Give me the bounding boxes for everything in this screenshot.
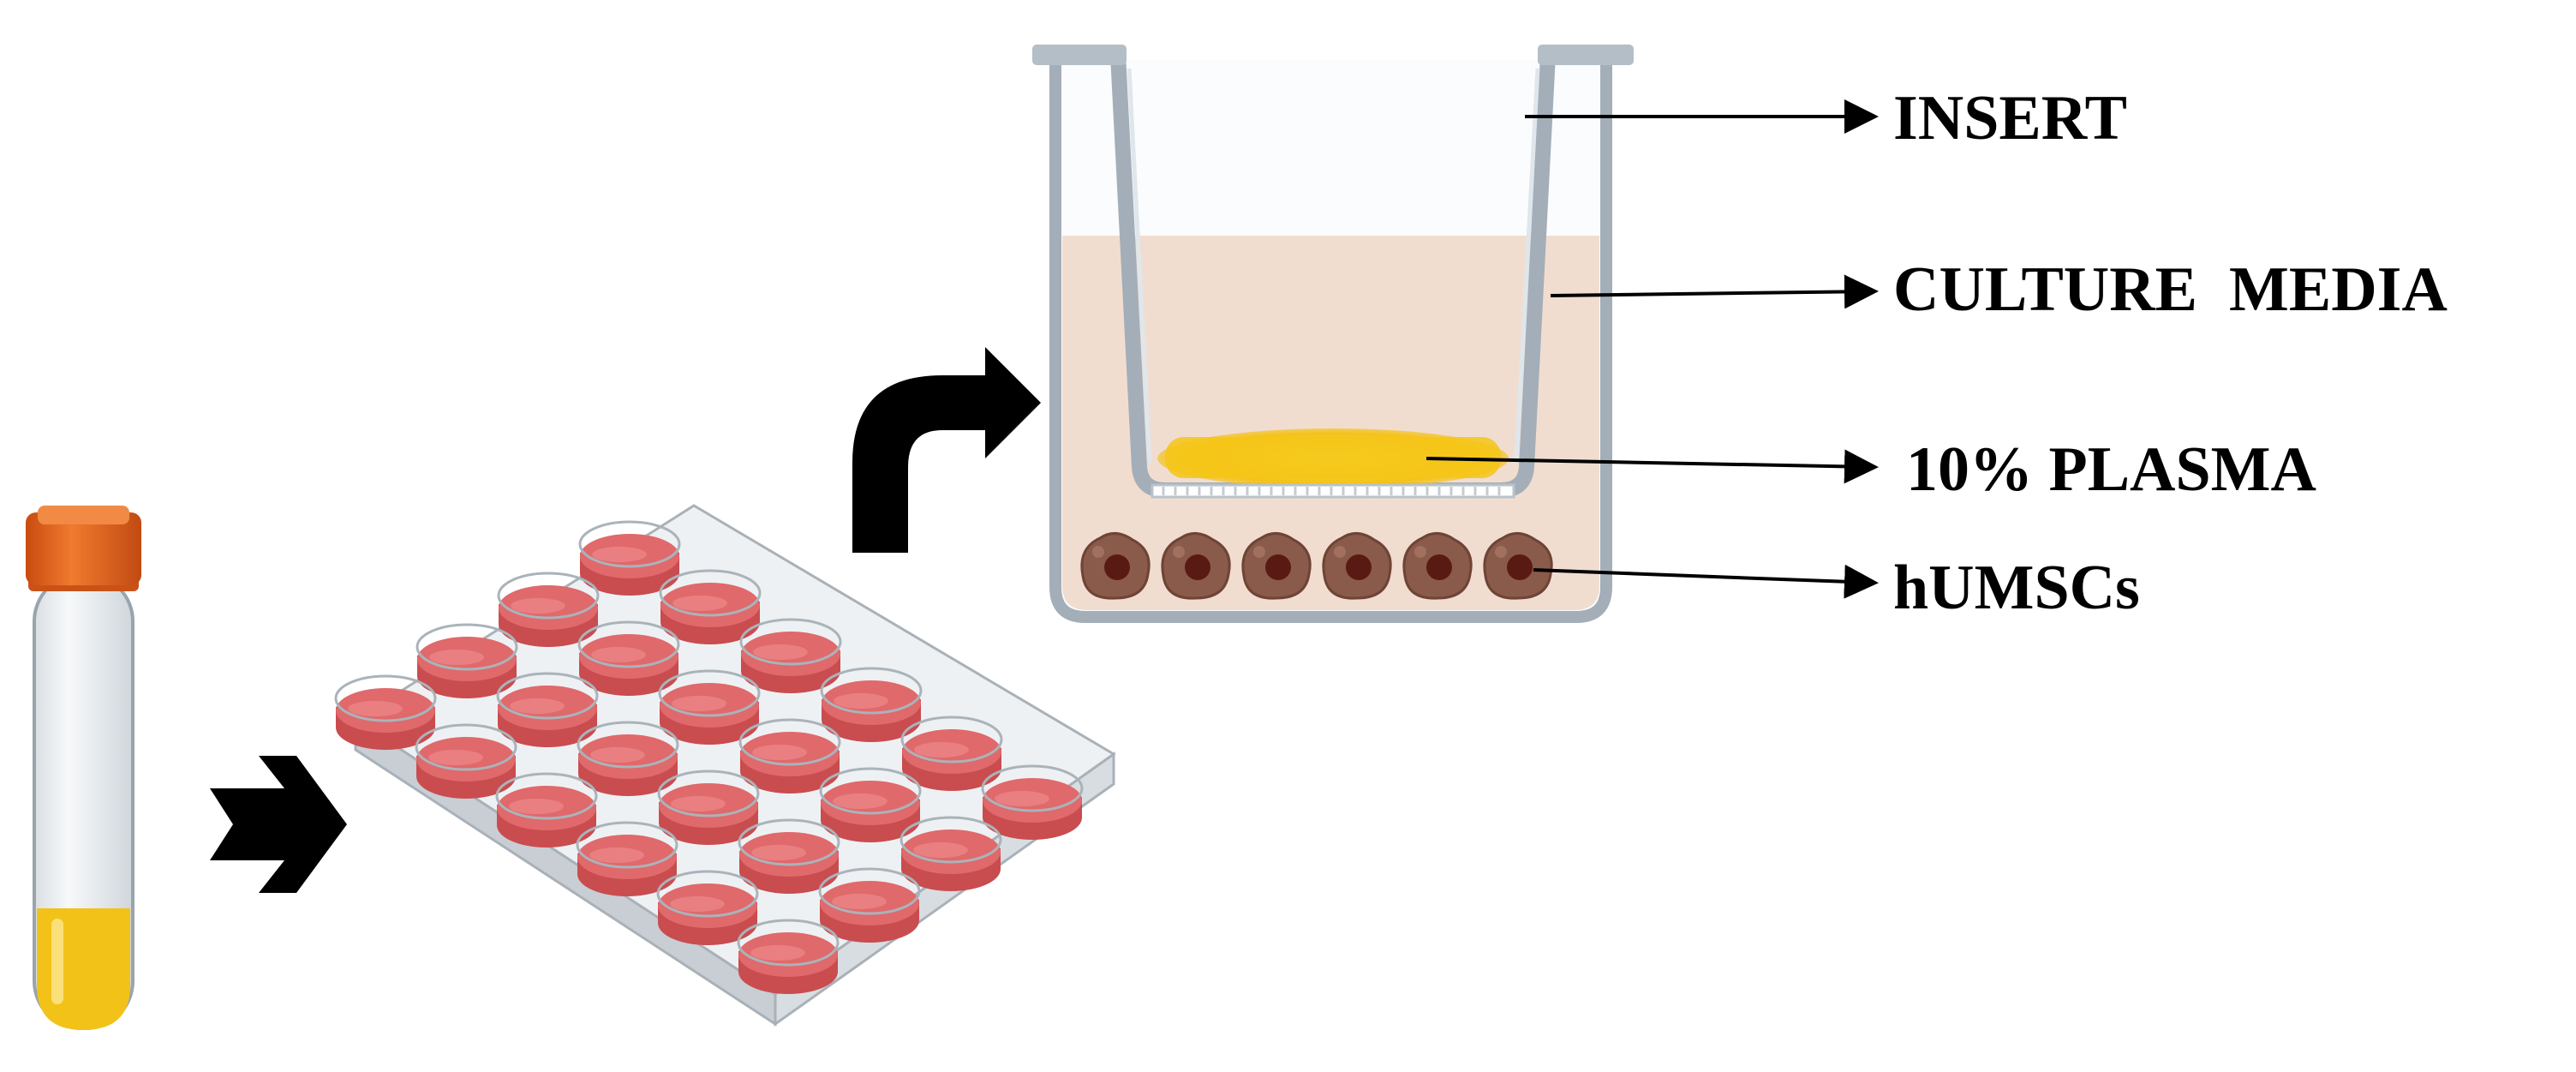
well — [820, 667, 923, 742]
well — [497, 572, 600, 647]
well — [334, 674, 437, 750]
well — [577, 721, 679, 796]
well — [576, 821, 678, 896]
insert-rim-right — [1538, 45, 1634, 65]
cells-leader — [1533, 564, 1879, 599]
cell — [1483, 532, 1553, 600]
cell — [1161, 532, 1231, 600]
well — [415, 723, 517, 799]
well — [900, 716, 1003, 791]
well — [900, 816, 1002, 891]
culture-media-fluid — [1062, 236, 1599, 610]
well — [739, 618, 842, 693]
well — [496, 672, 599, 747]
well — [578, 520, 681, 596]
insert-inner-highlight — [1127, 68, 1540, 464]
transwell-system — [1032, 45, 1634, 623]
insert-membrane — [1151, 483, 1515, 499]
plate-wells — [334, 520, 1084, 994]
arrow-tube-to-plate-icon — [210, 756, 347, 893]
label-plasma: 10% PLASMA — [1906, 434, 2316, 505]
well — [738, 818, 840, 894]
plasma-layer-core — [1165, 437, 1501, 478]
well — [818, 867, 921, 943]
tube-cap — [26, 512, 141, 585]
well — [981, 764, 1084, 840]
label-insert: INSERT — [1893, 83, 2127, 153]
well — [819, 767, 922, 842]
tube-plasma-highlight — [51, 919, 63, 1004]
label-cells: hUMSCs — [1893, 553, 2140, 623]
culture-media-leader — [1550, 274, 1879, 309]
plasma-leader — [1425, 449, 1879, 484]
tube-cap-top — [38, 506, 129, 524]
well-plate — [334, 504, 1116, 1027]
well — [738, 718, 841, 794]
well — [415, 623, 518, 698]
well — [657, 770, 760, 845]
insert-rim-left — [1032, 45, 1127, 65]
well — [659, 569, 762, 644]
label-culture-media: CULTURE MEDIA — [1893, 255, 2447, 325]
cell — [1402, 532, 1473, 600]
arrow-plate-to-insert-icon — [852, 347, 1041, 553]
cell — [1322, 532, 1392, 600]
well — [495, 772, 598, 847]
hUMSC-cells — [1080, 532, 1553, 600]
membrane-pores — [1162, 487, 1501, 495]
well — [577, 620, 680, 696]
callout-arrows — [1425, 99, 1879, 599]
tube-plasma-fluid — [37, 908, 130, 1030]
well — [658, 669, 761, 745]
cell — [1080, 532, 1151, 600]
well — [737, 919, 840, 994]
well — [656, 870, 759, 945]
cell — [1241, 532, 1312, 600]
blood-tube — [26, 506, 141, 1030]
